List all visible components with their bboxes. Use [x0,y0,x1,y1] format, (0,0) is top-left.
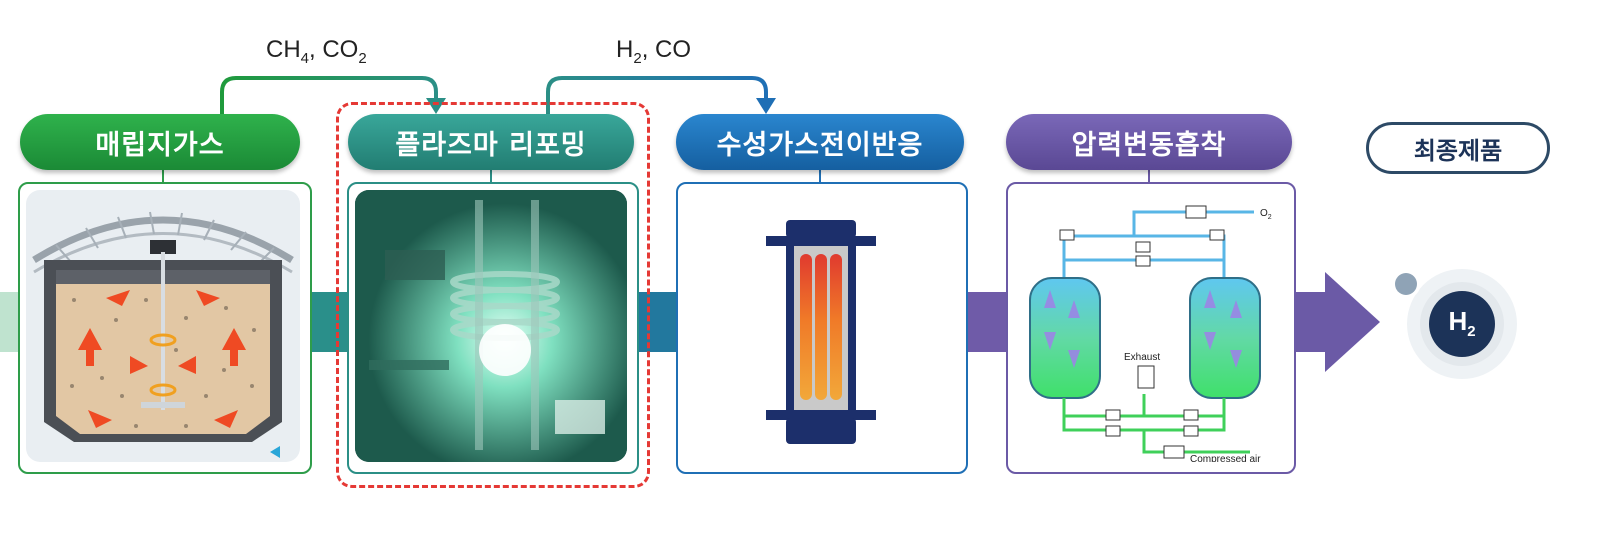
hydrogen-symbol: H2 [1448,306,1476,341]
stage-water-gas-shift: 수성가스전이반응 [676,114,964,170]
psa-exhaust-label: Exhaust [1124,352,1160,363]
hydrogen-product-icon [1391,269,1517,379]
stage-pressure-swing-adsorption: 압력변동흡착 [1006,114,1292,170]
landfill-stem [162,170,164,184]
plasma-highlight-dashed-box [336,102,650,488]
psa-process-diagram: O2 Exhaust Compressed air [1029,205,1272,462]
flow-band-3 [630,292,685,352]
plasma-reactor-photo [355,190,627,462]
psa-compressed-air-label: Compressed air [1190,454,1261,462]
flow-label-1: CH4, CO2 [266,36,367,67]
final-product-label: 최종제품 [1366,122,1550,174]
wgs-stem [819,170,821,184]
flow-arrow-head [1325,272,1380,372]
psa-o2-label: O2 [1260,208,1272,221]
plasma-stem [490,170,492,184]
stage-landfill-gas: 매립지가스 [20,114,300,170]
connector-1 [220,76,438,118]
connector-2 [546,76,768,118]
flow-label-2: H2, CO [616,36,692,67]
stage-plasma-reforming: 플라즈마 리포밍 [348,114,634,170]
flow-band-4 [960,292,1010,352]
landfill-digester-illustration [26,190,300,462]
psa-stem [1148,170,1150,184]
connector-2-arrowhead [756,98,776,114]
wgs-reactor-illustration [766,220,876,444]
